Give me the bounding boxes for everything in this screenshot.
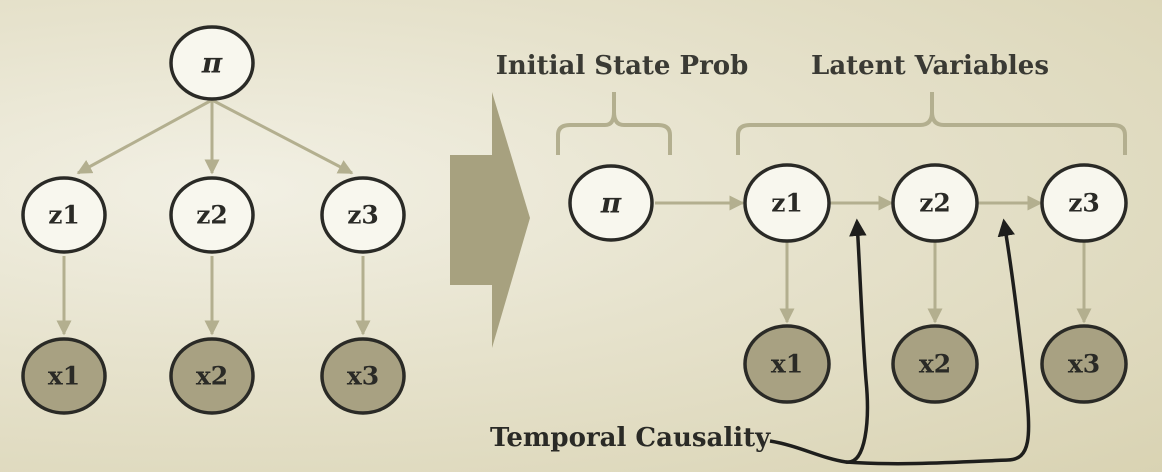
node-pi: π <box>169 25 255 101</box>
node-z2: z2 <box>891 163 979 243</box>
edge-pi-z1 <box>76 98 213 175</box>
node-label: x3 <box>347 362 379 391</box>
node-x3: x3 <box>1040 324 1128 404</box>
initial-state-brace <box>556 92 672 155</box>
node-label: z3 <box>347 201 379 230</box>
edge-pi-z3 <box>211 98 354 175</box>
node-x1: x1 <box>21 337 107 415</box>
node-label: z1 <box>48 201 80 230</box>
node-z1: z1 <box>743 163 831 243</box>
left-graph: π z1 z2 z3 x1 x2 x3 <box>21 25 406 415</box>
node-label: z2 <box>919 189 951 218</box>
node-z3: z3 <box>1040 163 1128 243</box>
node-z3: z3 <box>320 176 406 254</box>
temporal-causality-arrow-2 <box>845 218 1031 466</box>
node-label: π <box>201 47 223 80</box>
right-graph: Initial State Prob Latent Variables π z1… <box>490 51 1128 466</box>
node-label: π <box>600 187 622 220</box>
node-label: x3 <box>1068 350 1100 379</box>
latent-variables-brace <box>736 92 1127 155</box>
node-label: x1 <box>771 350 803 379</box>
node-z2: z2 <box>169 176 255 254</box>
temporal-causality-arrow-1 <box>769 218 870 464</box>
node-label: x2 <box>196 362 228 391</box>
latent-variables-heading: Latent Variables <box>811 51 1049 81</box>
node-label: z3 <box>1068 189 1100 218</box>
node-label: z1 <box>771 189 803 218</box>
node-pi: π <box>568 164 654 242</box>
node-label: x2 <box>919 350 951 379</box>
node-x1: x1 <box>743 324 831 404</box>
node-x2: x2 <box>169 337 255 415</box>
node-label: z2 <box>196 201 228 230</box>
node-label: x1 <box>48 362 80 391</box>
initial-state-heading: Initial State Prob <box>496 51 749 81</box>
transform-arrow-icon <box>450 92 530 348</box>
temporal-causality-label: Temporal Causality <box>490 423 771 453</box>
node-z1: z1 <box>21 176 107 254</box>
node-x3: x3 <box>320 337 406 415</box>
node-x2: x2 <box>891 324 979 404</box>
